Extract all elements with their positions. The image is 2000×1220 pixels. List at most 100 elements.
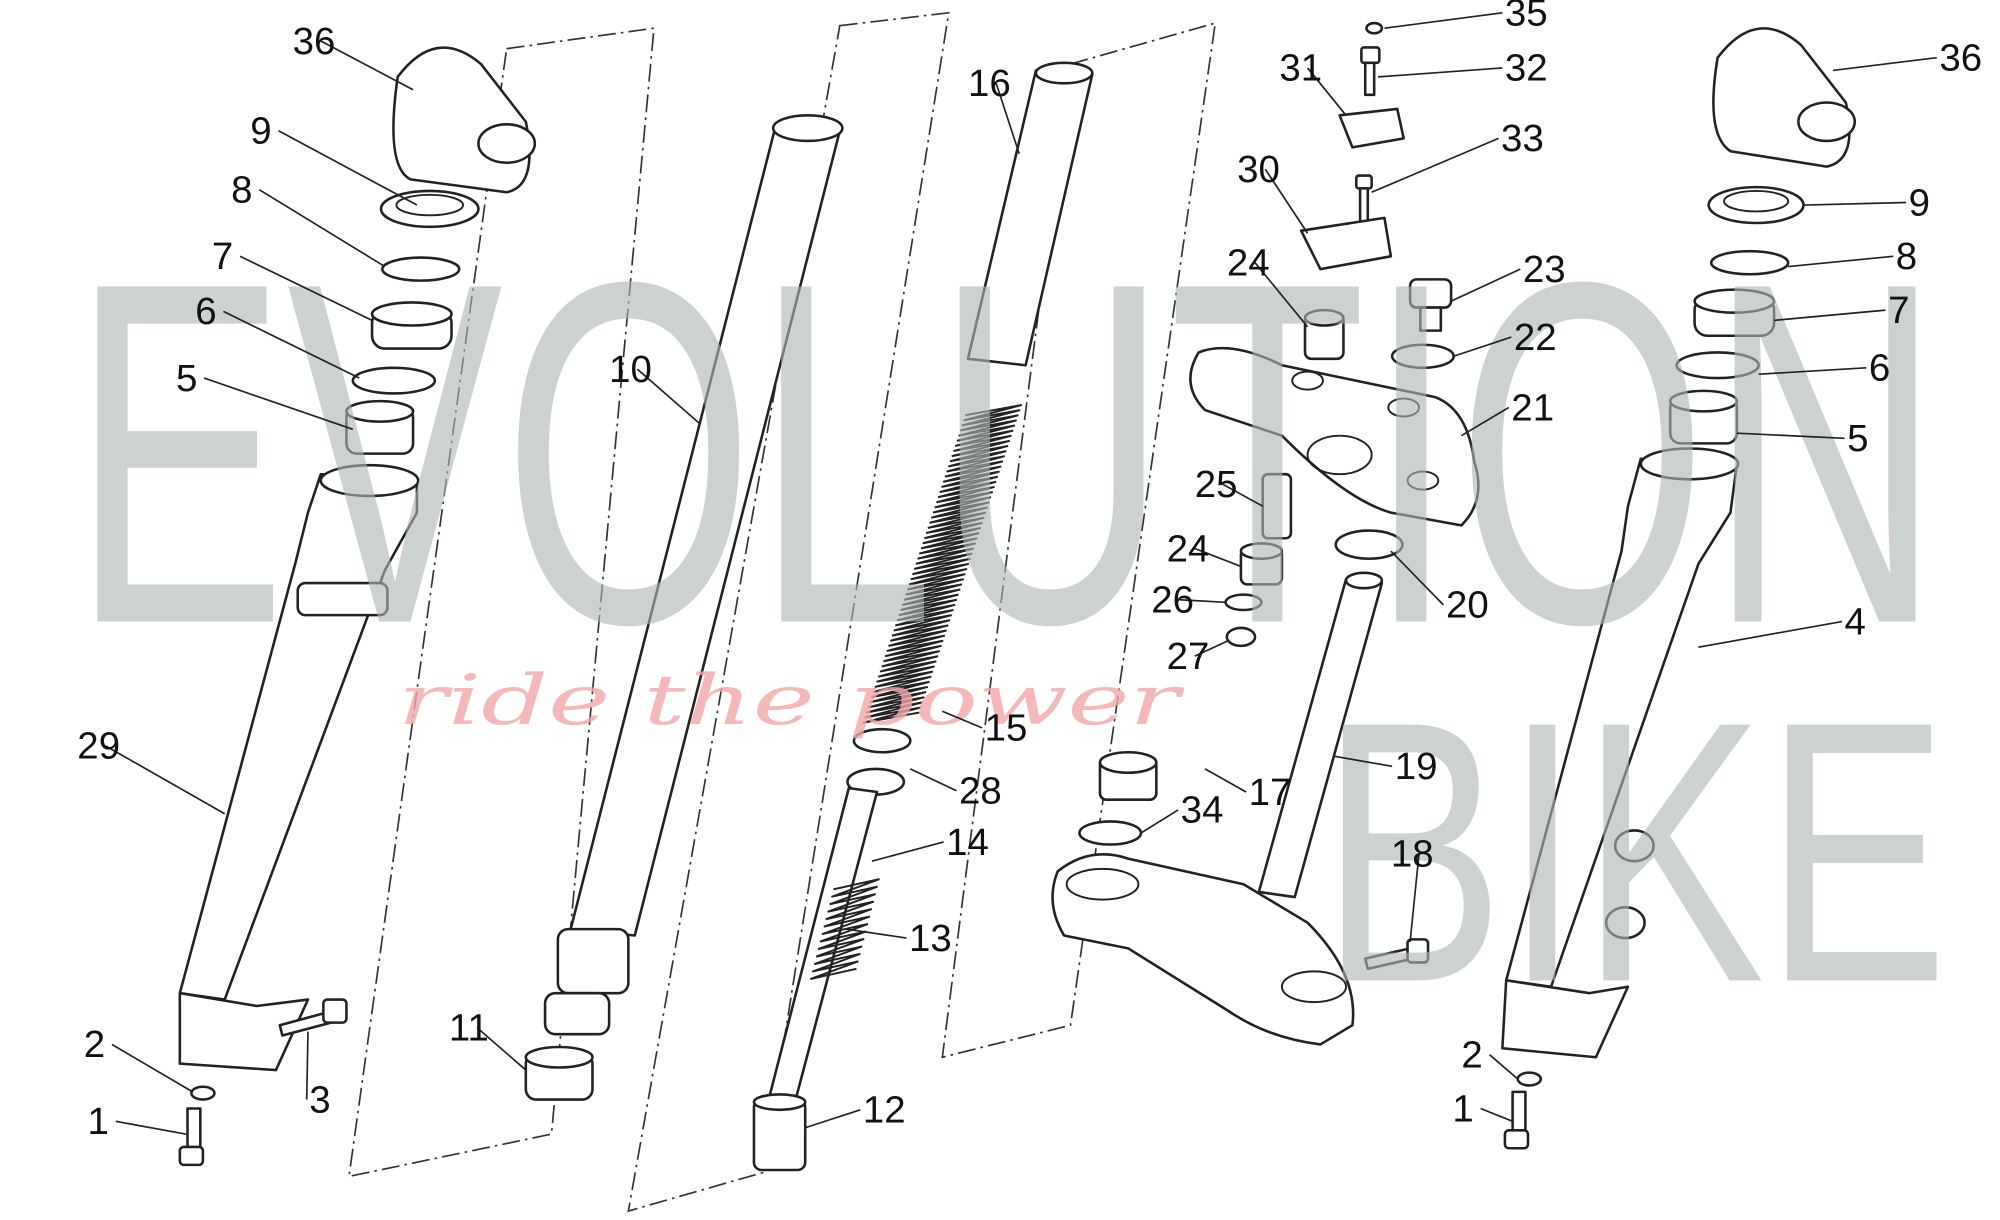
- assembly-frame-right: [941, 21, 1217, 1059]
- callout-3: 3: [309, 1078, 330, 1121]
- leader-line: [1371, 137, 1499, 193]
- leader-line: [111, 1043, 194, 1093]
- callout-13: 13: [909, 917, 952, 960]
- callout-10: 10: [609, 348, 652, 391]
- callout-2: 2: [1461, 1034, 1482, 1077]
- callout-14: 14: [946, 821, 989, 864]
- ring-right: [1675, 351, 1760, 380]
- watermark-line2: BIKE: [1320, 644, 1948, 1059]
- fork-leg-left: [178, 463, 420, 1072]
- bolt-1-left: [178, 1107, 205, 1167]
- callout-36: 36: [1939, 36, 1982, 79]
- callout-34: 34: [1181, 789, 1224, 832]
- watermark-line1: EVOLUTION: [71, 182, 1942, 726]
- top-cap-left: [379, 189, 480, 229]
- bolt-18: [1363, 938, 1430, 971]
- leader-line: [1758, 366, 1867, 376]
- top-cap-right: [1707, 185, 1805, 225]
- callout-11: 11: [449, 1007, 489, 1050]
- bushing-left: [345, 399, 415, 455]
- callout-7: 7: [1888, 289, 1909, 332]
- assembly-frame-middle: [627, 11, 950, 1213]
- callout-2: 2: [84, 1023, 105, 1066]
- leader-line: [1450, 268, 1521, 302]
- callout-23: 23: [1523, 248, 1566, 291]
- lower-triple-clamp: [1051, 853, 1355, 1046]
- callout-21: 21: [1511, 386, 1554, 429]
- leader-line: [1306, 67, 1347, 116]
- leader-line: [995, 83, 1021, 155]
- callout-7: 7: [212, 235, 233, 278]
- callout-32: 32: [1505, 47, 1548, 90]
- callout-25: 25: [1195, 463, 1238, 506]
- leader-line: [1698, 620, 1843, 648]
- ring-nut-20: [1334, 529, 1404, 561]
- callout-6: 6: [195, 290, 216, 333]
- leader-line: [1333, 755, 1393, 768]
- seal-right: [1693, 288, 1776, 338]
- o-ring-left: [381, 256, 461, 282]
- washer-26: [1224, 593, 1263, 612]
- assembly-frame-left: [348, 27, 655, 1178]
- spring-coil: [810, 878, 880, 981]
- ring-left: [351, 366, 437, 395]
- leader-line: [320, 40, 414, 91]
- leader-line: [278, 129, 418, 206]
- leader-line: [115, 1120, 187, 1135]
- callout-9: 9: [250, 110, 271, 153]
- watermark-slogan: ride the power: [398, 661, 1186, 741]
- leader-line: [223, 310, 360, 379]
- callout-4: 4: [1845, 600, 1866, 643]
- callout-12: 12: [863, 1089, 906, 1132]
- leader-line: [942, 710, 983, 729]
- sleeve-12: [752, 1093, 807, 1172]
- callout-20: 20: [1446, 584, 1489, 627]
- leader-line: [1480, 1107, 1513, 1123]
- callout-24: 24: [1227, 242, 1270, 285]
- bushing-11: [524, 1045, 594, 1101]
- leader-line: [1264, 168, 1309, 234]
- o-ring-34: [1078, 820, 1143, 846]
- leader-line: [1254, 262, 1309, 328]
- callout-15: 15: [985, 707, 1028, 750]
- plug-17: [1098, 750, 1158, 801]
- leader-line: [909, 768, 957, 792]
- clamp-31: [1338, 107, 1405, 149]
- leader-line: [1460, 406, 1510, 437]
- leader-line: [1384, 11, 1503, 30]
- leader-line: [1140, 809, 1179, 834]
- callout-36: 36: [293, 20, 336, 63]
- leader-line: [105, 745, 226, 815]
- fork-cap-left: [392, 46, 537, 194]
- upper-triple-clamp: [1189, 346, 1480, 527]
- callout-6: 6: [1869, 347, 1890, 390]
- leader-line: [846, 928, 907, 939]
- leader-line: [1204, 768, 1247, 793]
- fork-spring: [862, 404, 1023, 724]
- leader-line: [1194, 639, 1229, 657]
- leader-line: [1788, 255, 1894, 268]
- leader-line: [1409, 853, 1420, 942]
- callout-33: 33: [1501, 117, 1544, 160]
- callout-16: 16: [968, 62, 1011, 105]
- leader-line: [1804, 201, 1907, 206]
- washer-35: [1365, 21, 1384, 35]
- callout-1: 1: [88, 1100, 109, 1143]
- callout-30: 30: [1237, 148, 1280, 191]
- callout-8: 8: [231, 168, 252, 211]
- callout-27: 27: [1167, 635, 1210, 678]
- bushing-24-lower: [1239, 542, 1284, 586]
- leader-line: [1179, 598, 1226, 604]
- callout-31: 31: [1279, 47, 1322, 90]
- callout-29: 29: [77, 725, 120, 768]
- callout-17: 17: [1249, 771, 1292, 814]
- callout-18: 18: [1391, 832, 1434, 875]
- callout-28: 28: [959, 770, 1002, 813]
- leader-line: [305, 1031, 309, 1100]
- leader-line: [1773, 309, 1886, 322]
- callout-26: 26: [1151, 579, 1194, 622]
- rebound-spring: [810, 878, 880, 981]
- plug-23: [1408, 278, 1453, 332]
